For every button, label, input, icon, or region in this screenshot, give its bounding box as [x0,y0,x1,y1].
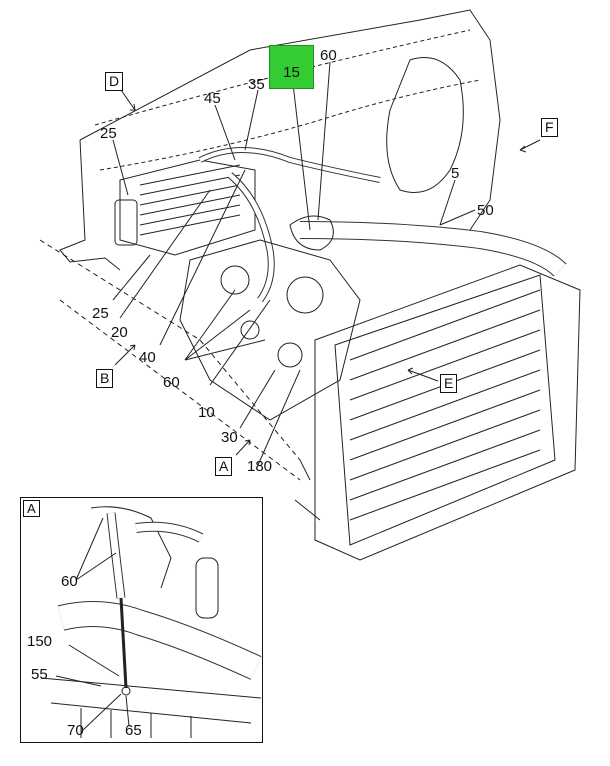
callout-30: 30 [221,429,238,446]
inset-callout-65: 65 [125,722,142,739]
filter-canister [114,199,138,246]
callout-45: 45 [204,90,221,107]
turbo-housing [289,215,334,251]
radiator-frame [314,264,581,561]
inset-cylinder [195,557,219,619]
callout-50: 50 [477,202,494,219]
callout-35: 35 [248,76,265,93]
callout-20: 20 [111,324,128,341]
callout-5: 5 [451,165,460,182]
radiator-box-left [119,159,256,256]
callout-60-top: 60 [320,47,337,64]
callout-40: 40 [139,349,156,366]
view-label-f: F [541,118,558,137]
cowl-opening [386,57,464,193]
inset-callout-150: 150 [27,633,53,650]
detail-inset-a: A 60 150 55 70 65 [20,497,263,743]
inset-drawing [40,506,262,738]
inset-callout-70: 70 [67,722,84,739]
view-label-d: D [105,72,124,91]
callout-10: 10 [198,404,215,421]
engine-block [179,239,361,421]
inset-callout-60: 60 [61,573,78,590]
callout-25-bottom: 25 [92,305,109,322]
view-label-e: E [440,374,458,393]
callout-25-top: 25 [100,125,117,142]
cowl-outline [79,9,501,231]
view-label-a: A [215,457,233,476]
callout-60-lower: 60 [163,374,180,391]
inset-callout-55: 55 [31,666,48,683]
callout-180: 180 [247,458,273,475]
highlighted-callout-15: 15 [269,45,314,89]
inset-tag: A [23,500,40,517]
view-label-b: B [96,369,114,388]
